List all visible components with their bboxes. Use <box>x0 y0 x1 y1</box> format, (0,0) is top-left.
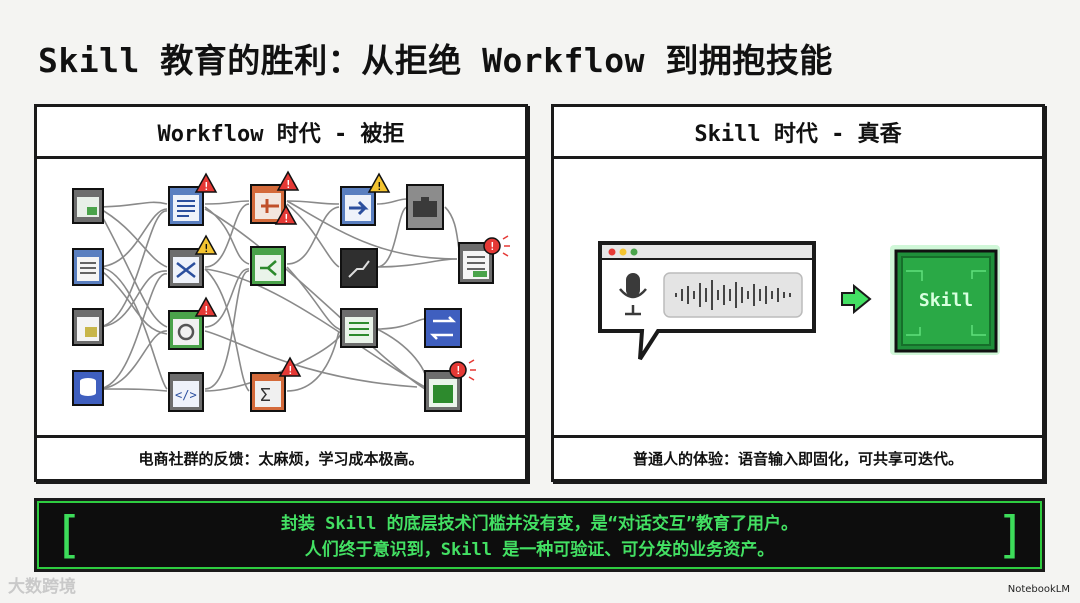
skill-flow-svg: Skill <box>598 241 1000 361</box>
alert-icon: ! <box>449 359 476 381</box>
flow-node <box>340 248 378 288</box>
shuffle-node <box>168 248 204 288</box>
svg-text:</>: </> <box>175 388 197 402</box>
warning-icon: ! <box>276 170 300 191</box>
conclusion-banner: [ ] 封装 Skill 的底层技术门槛并没有变，是“对话交互”教育了用户。 人… <box>34 498 1045 572</box>
workflow-panel-caption: 电商社群的反馈：太麻烦，学习成本极高。 <box>37 435 525 479</box>
skill-diagram: Skill <box>554 159 1042 438</box>
svg-text:!: ! <box>203 180 210 193</box>
right-bracket-icon: ] <box>995 506 1026 564</box>
spreadsheet-node <box>424 370 462 412</box>
refresh-node <box>168 310 204 350</box>
split-node <box>250 184 286 224</box>
database-icon <box>72 370 104 406</box>
arrow-right-icon <box>841 283 872 315</box>
skill-era-panel: Skill 时代 - 真香 <box>551 104 1045 482</box>
skill-panel-header: Skill 时代 - 真香 <box>554 107 1042 159</box>
page-title: Skill 教育的胜利：从拒绝 Workflow 到拥抱技能 <box>38 41 833 80</box>
list-node <box>340 308 378 348</box>
window-maximize-dot <box>630 248 638 256</box>
workflow-node <box>72 308 104 346</box>
skill-chip-label: Skill <box>919 290 973 311</box>
workflow-tangle-svg: </> Σ <box>72 170 510 412</box>
arrow-node <box>340 186 376 226</box>
notebooklm-watermark: NotebookLM <box>1007 584 1070 595</box>
left-bracket-icon: [ <box>53 506 84 564</box>
svg-text:!: ! <box>285 178 292 191</box>
workflow-node <box>72 248 104 286</box>
svg-text:!: ! <box>287 364 294 377</box>
document-node <box>168 186 204 226</box>
skill-chip: Skill <box>890 245 1000 355</box>
audio-waveform <box>663 272 803 318</box>
workflow-node <box>72 188 104 224</box>
svg-text:!: ! <box>455 364 462 377</box>
workflow-panel-header: Workflow 时代 - 被拒 <box>37 107 525 159</box>
warning-icon: ! <box>194 296 218 317</box>
warning-icon: ! <box>367 172 391 193</box>
warning-icon: ! <box>278 356 302 377</box>
watermark-logo: 大数跨境 <box>8 577 76 597</box>
svg-text:!: ! <box>203 242 210 255</box>
briefcase-node <box>406 184 444 230</box>
code-node: </> <box>168 372 204 412</box>
microphone-icon <box>619 273 647 316</box>
loop-node <box>424 308 462 348</box>
window-close-dot <box>608 248 616 256</box>
workflow-diagram: </> Σ <box>37 159 525 438</box>
workflow-connections <box>96 198 460 392</box>
warning-icon: ! <box>274 204 298 225</box>
banner-text: 封装 Skill 的底层技术门槛并没有变，是“对话交互”教育了用户。 人们终于意… <box>37 511 1042 563</box>
branch-node <box>250 246 286 286</box>
skill-panel-caption: 普通人的体验：语音输入即固化，可共享可迭代。 <box>554 435 1042 479</box>
workflow-era-panel: Workflow 时代 - 被拒 <box>34 104 528 482</box>
alert-icon: ! <box>483 235 510 257</box>
sum-node: Σ <box>250 372 286 412</box>
warning-icon: ! <box>194 172 218 193</box>
banner-line-2: 人们终于意识到，Skill 是一种可验证、可分发的业务资产。 <box>304 540 775 560</box>
svg-text:Σ: Σ <box>260 385 271 406</box>
svg-text:!: ! <box>203 304 210 317</box>
window-minimize-dot <box>619 248 627 256</box>
svg-text:!: ! <box>489 240 496 253</box>
svg-text:!: ! <box>283 212 290 225</box>
warning-icon: ! <box>194 234 218 255</box>
svg-text:!: ! <box>376 180 383 193</box>
banner-line-1: 封装 Skill 的底层技术门槛并没有变，是“对话交互”教育了用户。 <box>280 514 799 534</box>
